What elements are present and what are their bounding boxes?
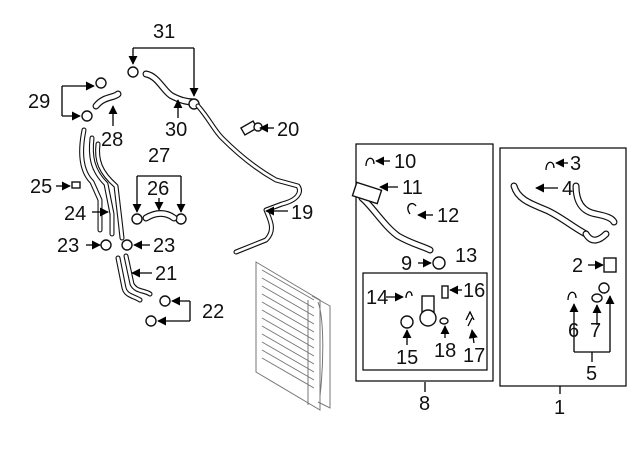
callout-14: 14: [366, 287, 388, 309]
callout-1: 1: [554, 397, 565, 419]
small-hose-assembly: [81, 77, 122, 122]
callout-5: 5: [586, 363, 597, 385]
callout-25: 25: [30, 176, 52, 198]
callout-8: 8: [419, 393, 430, 415]
callout-15: 15: [396, 347, 418, 369]
callout-24: 24: [64, 203, 86, 225]
callout-30: 30: [165, 119, 187, 141]
callout-26: 26: [147, 178, 169, 200]
callout-10: 10: [394, 151, 416, 173]
clamp: [145, 315, 157, 327]
callout-27: 27: [148, 145, 170, 167]
callout-31: 31: [153, 21, 175, 43]
callout-6: 6: [568, 320, 579, 342]
callout-12: 12: [437, 205, 459, 227]
clamp: [100, 239, 112, 251]
clamp: [159, 295, 171, 307]
upper-hose-assembly: [127, 66, 200, 110]
callout-labels: 31 30 20 19 29 28 27 26 25 24 23 23 21 2…: [28, 21, 601, 419]
callout-23-left: 23: [57, 235, 79, 257]
bypass-hose: [131, 210, 187, 225]
group-13-box: [362, 272, 488, 371]
group-1-parts: [510, 161, 618, 303]
callout-11: 11: [402, 177, 423, 199]
callout-22: 22: [202, 301, 224, 323]
callout-17: 17: [463, 345, 485, 367]
group-8-parts: [351, 157, 475, 329]
bolt: [239, 120, 263, 136]
callout-23-right: 23: [153, 235, 175, 257]
callout-3: 3: [570, 153, 581, 175]
callout-19: 19: [291, 202, 313, 224]
callout-9: 9: [401, 253, 412, 275]
group-1-box: [499, 147, 627, 387]
clamp: [121, 239, 133, 251]
callout-29: 29: [28, 91, 50, 113]
leader-lines: [56, 47, 615, 394]
lower-hose: [115, 253, 153, 303]
callout-4: 4: [562, 178, 573, 200]
callout-20: 20: [277, 119, 299, 141]
callout-2: 2: [572, 255, 583, 277]
coolant-pipe: [195, 103, 302, 255]
callout-13: 13: [455, 245, 477, 267]
callout-16: 16: [463, 280, 485, 302]
clip: [71, 181, 81, 189]
callout-28: 28: [101, 129, 123, 151]
callout-21: 21: [155, 263, 177, 285]
callout-7: 7: [590, 320, 601, 342]
group-8-box: [355, 143, 494, 382]
callout-18: 18: [434, 340, 456, 362]
radiator: [255, 261, 331, 411]
heater-hoses: [79, 127, 125, 241]
hose-clamp: [127, 66, 139, 78]
